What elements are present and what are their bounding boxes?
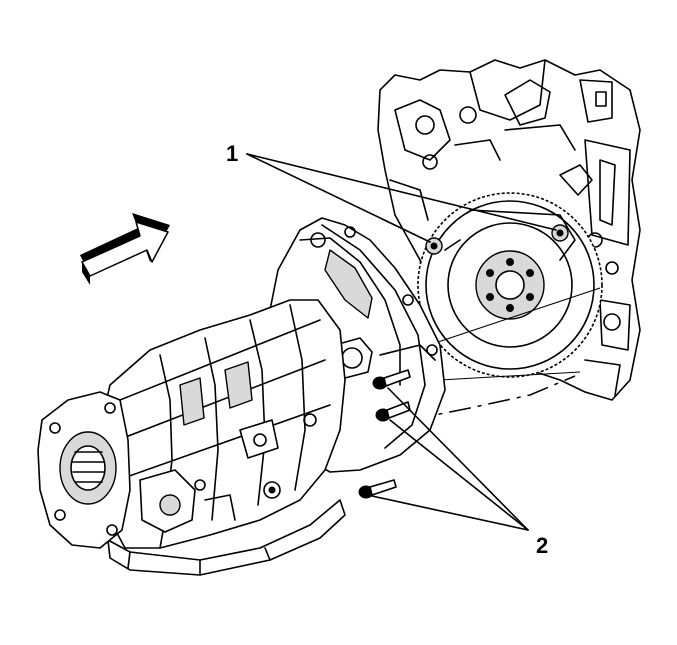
direction-arrow-icon [80, 213, 170, 285]
alignment-lines [409, 287, 601, 421]
dowel-right [551, 224, 569, 242]
callout-label-2: 2 [536, 533, 548, 558]
transmission [37, 217, 446, 576]
callout-1-leaders [246, 153, 557, 243]
bolt-lower [358, 479, 397, 499]
callout-label-1: 1 [226, 141, 238, 166]
callout-2-leaders [371, 387, 529, 531]
flexplate [417, 192, 603, 378]
bolt-middle [375, 401, 411, 422]
bolt-upper [372, 369, 411, 390]
